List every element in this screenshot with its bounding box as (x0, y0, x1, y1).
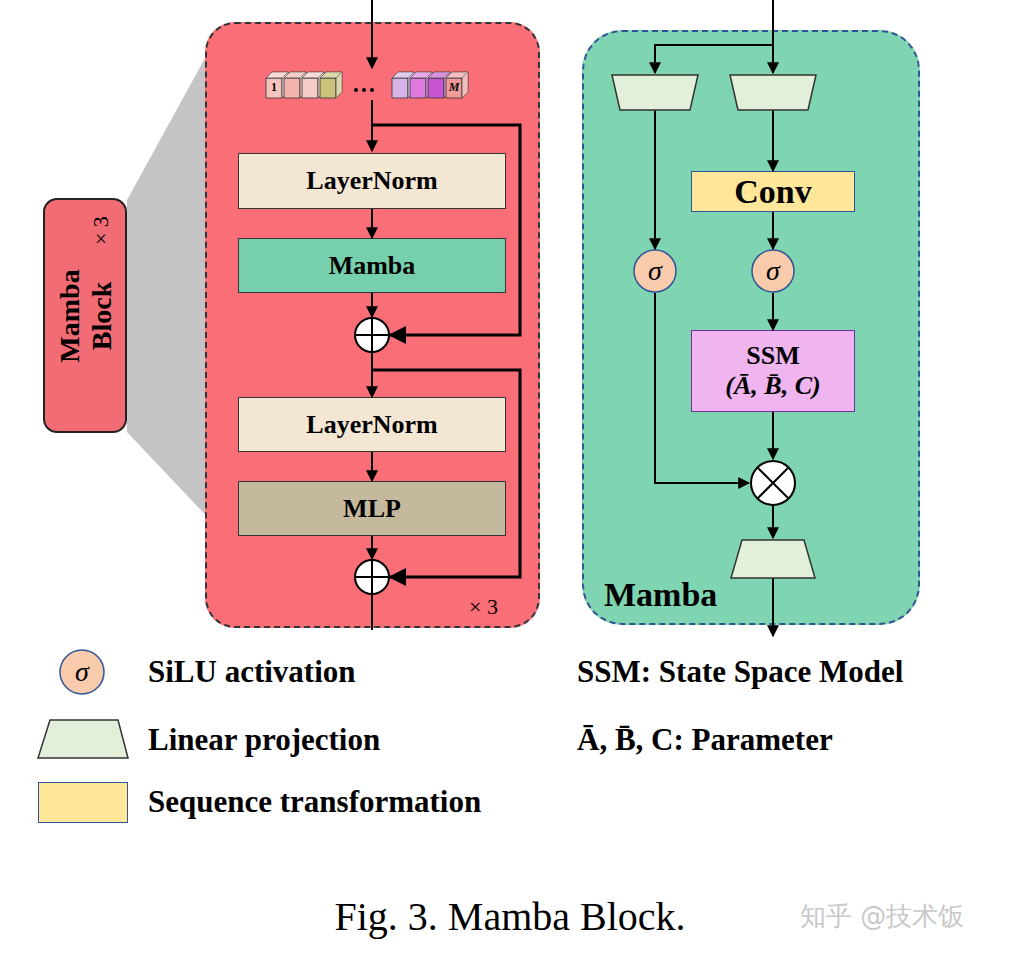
box-label: Conv (734, 172, 811, 211)
legend-text: Sequence transformation (148, 784, 481, 820)
text-stack: SSM(Ā, B̄, C) (692, 331, 854, 411)
circle-shape (634, 250, 676, 292)
text-stack: Mamba (239, 239, 505, 292)
text-stack: σ (633, 249, 677, 293)
flow-arrow (772, 293, 774, 330)
silu-circle: σ (751, 249, 795, 293)
legend-text: SiLU activation (148, 654, 356, 690)
mlp-box: MLP (238, 481, 506, 536)
legend-swatch (38, 782, 128, 823)
legend-symbol: σ (75, 658, 89, 686)
legend-samples (38, 650, 128, 758)
text-stack: LayerNorm (239, 398, 505, 451)
silu-circle: σ (633, 249, 677, 293)
legend-note: SSM: State Space Model (577, 654, 903, 690)
text-stack: MLP (239, 482, 505, 535)
mamba-box: Mamba (238, 238, 506, 293)
box-label: (Ā, B̄, C) (725, 371, 820, 401)
box-label: Mamba (329, 251, 416, 281)
figure-caption: Fig. 3. Mamba Block. (334, 894, 685, 940)
block-title: Mamba Block (53, 261, 117, 371)
token-index: M (449, 81, 460, 95)
text-stack: σ (751, 249, 795, 293)
flow-arrow (772, 212, 774, 249)
text-stack (584, 32, 918, 623)
text-stack: Conv (692, 172, 854, 211)
legend-text: Linear projection (148, 722, 380, 758)
layernorm-box: LayerNorm (238, 153, 506, 209)
token-index: 1 (271, 81, 277, 95)
text-stack: Mamba Block (43, 198, 127, 433)
layernorm-box: LayerNorm (238, 397, 506, 452)
box-label: MLP (343, 494, 401, 524)
circle-shape (752, 250, 794, 292)
flow-arrow (371, 293, 373, 397)
legend-note: Ā, B̄, C: Parameter (577, 722, 833, 758)
box-label: SSM (746, 341, 799, 371)
conv-box: Conv (691, 171, 855, 212)
box-label: σ (766, 257, 780, 285)
repeat-count: × 3 (469, 594, 498, 619)
flow-arrow (371, 452, 373, 481)
text-stack: LayerNorm (239, 154, 505, 208)
box-label: LayerNorm (306, 410, 437, 440)
repeat-count: × 3 (88, 216, 113, 245)
panel-title: Mamba (604, 575, 717, 614)
flow-arrow (371, 209, 373, 238)
box-label: LayerNorm (306, 166, 437, 196)
box-label: σ (648, 257, 662, 285)
block-summary-box: Mamba Block × 3 (43, 198, 127, 433)
zoom-wedge (127, 40, 215, 525)
mamba-detail-panel: Mamba Conv σ σSSM(Ā, B̄, C) (582, 30, 920, 625)
mamba-block-panel: × 3LayerNormMambaLayerNormMLP (205, 22, 540, 628)
ssm-box: SSM(Ā, B̄, C) (691, 330, 855, 412)
watermark: 知乎 @技术饭 (800, 902, 964, 932)
